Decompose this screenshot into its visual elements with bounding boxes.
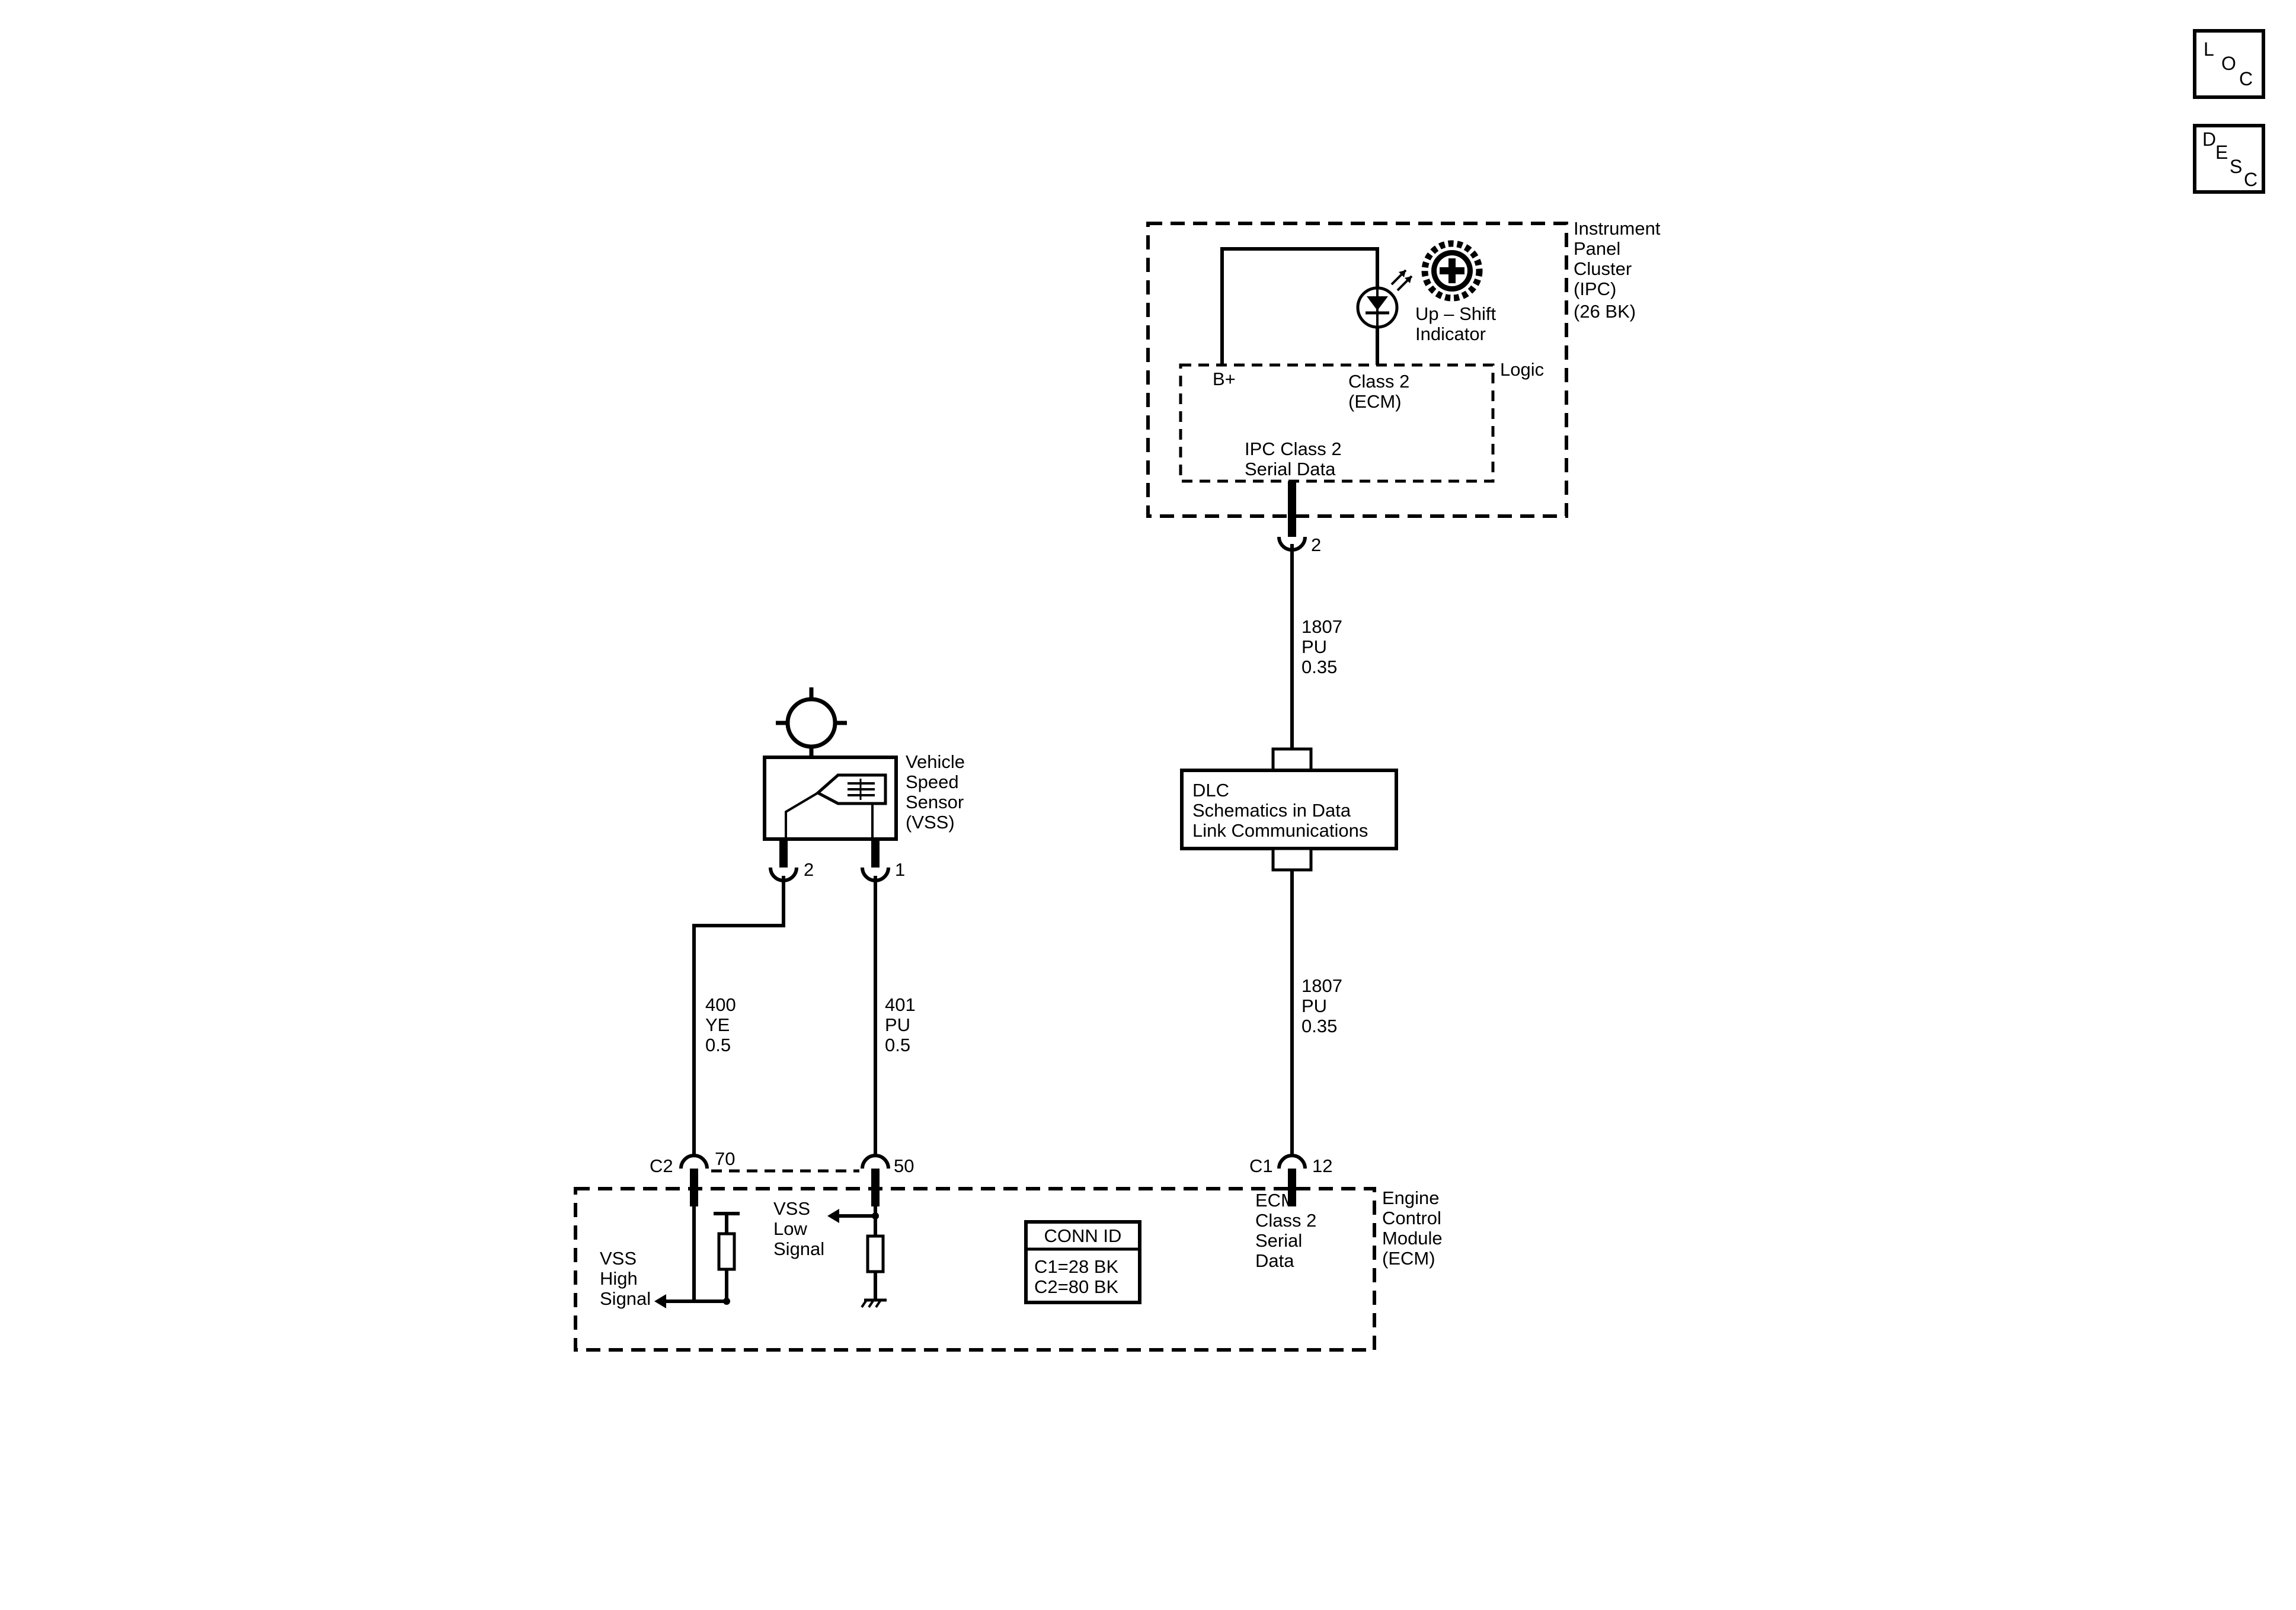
ipc-bplus-label: B+ (1213, 369, 1236, 389)
vss-low-line: Low (773, 1218, 807, 1239)
dlc-connector: DLC Schematics in Data Link Communicatio… (1180, 747, 1398, 872)
component-location-icon (776, 687, 847, 758)
ipc-class2-line: (ECM) (1348, 391, 1402, 412)
wire-1807-lower-color: PU (1302, 996, 1327, 1016)
dlc-label-line: Schematics in Data (1192, 800, 1351, 821)
vss-low-line: VSS (773, 1198, 810, 1219)
wire-400-color: YE (705, 1014, 730, 1035)
svg-text:L: L (2204, 39, 2214, 60)
wire-401-color: PU (885, 1014, 910, 1035)
ecm-serial-line: Class 2 (1255, 1210, 1316, 1231)
wire-401-gauge: 0.5 (885, 1035, 910, 1055)
vss-sensor (763, 756, 898, 841)
wire-1807-lower-circuit: 1807 (1302, 975, 1342, 996)
ipc-serial-line: IPC Class 2 (1245, 438, 1342, 459)
conn-id-title: CONN ID (1044, 1225, 1122, 1246)
svg-text:E: E (2215, 142, 2228, 163)
wire-1807-upper-color: PU (1302, 636, 1327, 657)
wire-1807-upper-gauge: 0.35 (1302, 657, 1337, 677)
vss-high-circuit (654, 1206, 740, 1308)
vss-name-line: Speed (906, 772, 959, 792)
indicator-label-line: Indicator (1415, 324, 1486, 344)
vss-high-line: Signal (600, 1288, 651, 1309)
svg-text:2: 2 (804, 859, 814, 880)
vss-high-line: VSS (600, 1248, 637, 1269)
conn-id-row: C1=28 BK (1034, 1256, 1119, 1277)
wire-400-circuit: 400 (705, 994, 736, 1015)
ipc-serial-line: Serial Data (1245, 459, 1336, 479)
ipc-class2-line: Class 2 (1348, 371, 1409, 392)
ecm-c2-label: C2 (650, 1156, 673, 1176)
ipc-name-line: Instrument (1574, 218, 1661, 239)
sensor-element-icon (848, 779, 875, 800)
vss-low-circuit (827, 1206, 887, 1308)
conn-id-table: CONN ID C1=28 BK C2=80 BK (1024, 1220, 1141, 1304)
svg-text:1: 1 (895, 859, 905, 880)
svg-text:D: D (2202, 129, 2216, 150)
ecm-serial-line: ECM (1255, 1190, 1296, 1211)
dlc-label-line: DLC (1192, 780, 1229, 801)
ipc-name-line: (26 BK) (1574, 301, 1636, 322)
ipc-module: Instrument Panel Cluster (IPC) (26 BK) L… (1146, 218, 1661, 518)
ipc-name-line: Cluster (1574, 258, 1632, 279)
vss-low-line: Signal (773, 1238, 824, 1259)
ecm-name-line: Control (1382, 1208, 1441, 1228)
conn-id-row: C2=80 BK (1034, 1276, 1119, 1297)
ipc-name-line: Panel (1574, 238, 1620, 259)
ecm-c2-pin-number: 70 (715, 1148, 735, 1169)
ecm-name-line: (ECM) (1382, 1248, 1435, 1269)
wire-400 (692, 876, 785, 1156)
ecm-c2-pin-50: 50 (861, 1154, 914, 1206)
ecm-name-line: Module (1382, 1228, 1443, 1249)
ipc-logic-label: Logic (1500, 359, 1544, 380)
ecm-serial-line: Serial (1255, 1230, 1302, 1251)
svg-text:O: O (2221, 53, 2236, 74)
vss-connector-pin-2: 2 (769, 839, 814, 882)
vss-connector-pin-1: 1 (861, 839, 905, 882)
ecm-c1-label: C1 (1249, 1156, 1273, 1176)
ecm-c1-pin-12: C1 12 (1249, 1154, 1332, 1206)
wire-1807-upper-circuit: 1807 (1302, 616, 1342, 637)
loc-button[interactable]: L O C (2193, 29, 2265, 99)
vss-high-line: High (600, 1268, 638, 1289)
vss-name-line: Sensor (906, 792, 964, 812)
svg-text:C: C (2244, 169, 2257, 190)
ecm-c1-pin-number: 12 (1312, 1156, 1332, 1176)
ecm-boundary (574, 1187, 1376, 1352)
ecm-c2-pin-number-b: 50 (894, 1156, 914, 1176)
ipc-boundary (1146, 222, 1568, 518)
upshift-gear-icon (1421, 240, 1483, 302)
ground-icon (861, 1298, 887, 1308)
wire-400-gauge: 0.5 (705, 1035, 731, 1055)
indicator-label-line: Up – Shift (1415, 303, 1496, 324)
svg-text:C: C (2239, 68, 2253, 89)
ipc-connector-pin-2: 2 (1277, 481, 1321, 555)
ecm-c2-pin-70: C2 70 (650, 1148, 735, 1206)
wire-1807-lower-gauge: 0.35 (1302, 1016, 1337, 1036)
svg-text:S: S (2230, 156, 2242, 177)
lamp-icon (1356, 269, 1413, 329)
ecm-serial-line: Data (1255, 1250, 1294, 1271)
wire-401-circuit: 401 (885, 994, 916, 1015)
ipc-internal-wire (1220, 247, 1379, 365)
ecm-module: Engine Control Module (ECM) (574, 1187, 1443, 1352)
svg-text:2: 2 (1311, 534, 1321, 555)
vss-name-line: Vehicle (906, 751, 965, 772)
ecm-name-line: Engine (1382, 1188, 1440, 1208)
ipc-name-line: (IPC) (1574, 279, 1616, 299)
vss-name-line: (VSS) (906, 812, 955, 833)
desc-button[interactable]: D E S C (2193, 124, 2265, 194)
dlc-label-line: Link Communications (1192, 820, 1368, 841)
